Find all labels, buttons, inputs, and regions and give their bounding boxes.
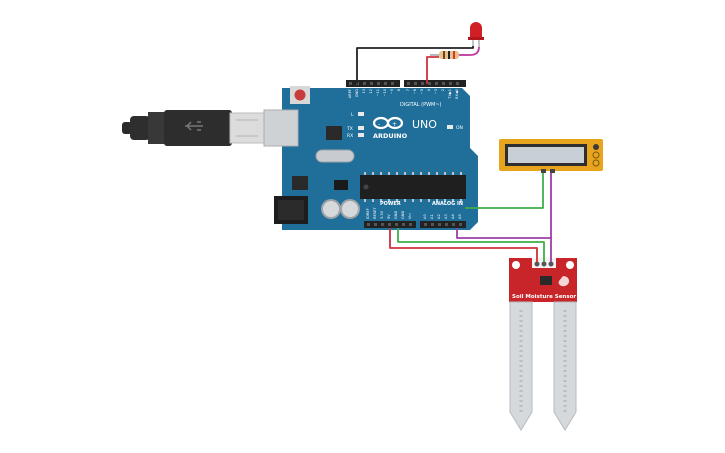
pin-label: 12 bbox=[369, 89, 373, 94]
pin-label: 2 bbox=[441, 89, 445, 91]
wire-purple-sensor[interactable] bbox=[456, 228, 552, 262]
pin-label: TX▶1 bbox=[448, 89, 452, 100]
sensor-label: Soil Moisture Sensor bbox=[512, 294, 576, 300]
usb-chip bbox=[326, 126, 342, 140]
led-label-tx: TX bbox=[346, 126, 353, 132]
pin-label: ~11 bbox=[376, 89, 380, 97]
led-label-l: L bbox=[351, 112, 354, 118]
pin-label: RESET bbox=[373, 207, 377, 219]
pin-label: IOREF bbox=[366, 208, 370, 219]
arduino-uno-board[interactable]: - + ARDUINO UNO DIGITAL (PWM~) ON L TX R… bbox=[263, 80, 478, 230]
wire-resistor-led[interactable] bbox=[459, 46, 480, 56]
pin-label: 7 bbox=[406, 89, 410, 91]
pin-label: A5 bbox=[458, 214, 462, 219]
pin-label: AREF bbox=[348, 89, 352, 98]
analog-label: ANALOG IN bbox=[432, 201, 463, 207]
crystal-oscillator bbox=[315, 149, 355, 163]
atmega-chip bbox=[360, 172, 466, 202]
pin-label: ~9 bbox=[390, 88, 394, 94]
pin-label: A2 bbox=[437, 214, 441, 219]
wire-gnd-led[interactable] bbox=[356, 46, 474, 84]
pin-label: Vin bbox=[408, 213, 412, 219]
pin-label: 3.3V bbox=[380, 210, 384, 219]
capacitors bbox=[321, 199, 360, 219]
usb-cable-icon bbox=[122, 110, 265, 146]
pin-label: 5V bbox=[387, 214, 391, 219]
led-label-rx: RX bbox=[347, 133, 353, 139]
wire-pin-resistor[interactable] bbox=[426, 56, 439, 84]
pin-label: GND bbox=[355, 89, 359, 97]
pin-label: ~3 bbox=[434, 89, 438, 94]
pin-label: 8 bbox=[397, 88, 401, 91]
pin-label: GND bbox=[401, 211, 405, 219]
svg-text:+: + bbox=[392, 121, 397, 128]
pin-label: ~5 bbox=[420, 89, 424, 94]
wire-a0-lcd[interactable] bbox=[465, 173, 544, 209]
power-label: POWER bbox=[380, 201, 401, 207]
wires bbox=[356, 46, 552, 262]
wire-5v-sensor[interactable] bbox=[389, 228, 538, 262]
pin-label: A3 bbox=[444, 214, 448, 219]
pin-label: RX◀0 bbox=[455, 88, 459, 99]
soil-moisture-sensor[interactable]: Soil Moisture Sensor bbox=[509, 258, 577, 431]
infinity-logo-icon: - + bbox=[372, 116, 404, 130]
led-icon[interactable] bbox=[468, 22, 484, 47]
svg-text:-: - bbox=[378, 121, 380, 128]
lcd-display[interactable] bbox=[499, 139, 603, 173]
on-label: ON bbox=[456, 125, 463, 131]
pin-label: ~6 bbox=[413, 88, 417, 94]
pin-label: A0 bbox=[423, 214, 427, 219]
pin-label: ~10 bbox=[383, 88, 387, 96]
usb-b-port bbox=[263, 109, 299, 147]
digital-header-label: DIGITAL (PWM~) bbox=[400, 102, 442, 108]
board-brand: ARDUINO bbox=[373, 132, 408, 140]
pin-label: 13 bbox=[362, 89, 366, 94]
pin-label: 4 bbox=[427, 88, 431, 91]
wire-gnd-sensor[interactable] bbox=[397, 228, 545, 262]
pin-label: GND bbox=[394, 211, 398, 219]
pin-label: A4 bbox=[451, 214, 455, 219]
reset-button[interactable] bbox=[290, 86, 310, 104]
board-model: UNO bbox=[412, 118, 437, 131]
pin-label: A1 bbox=[430, 214, 434, 219]
status-leds: L TX RX bbox=[346, 112, 364, 139]
